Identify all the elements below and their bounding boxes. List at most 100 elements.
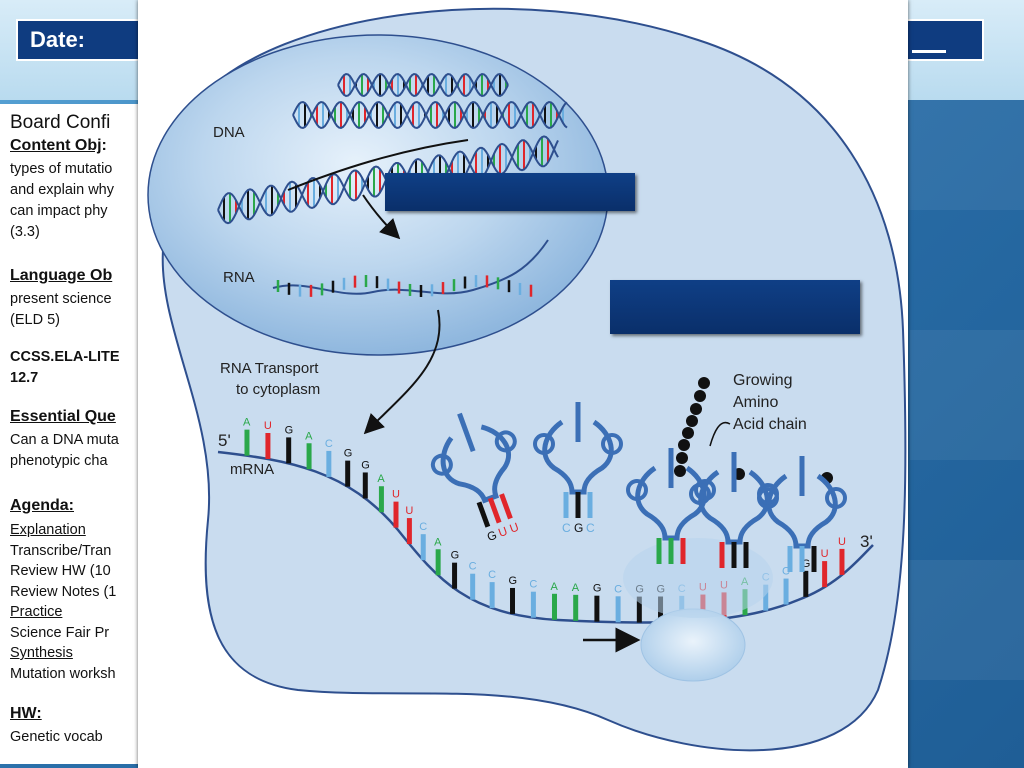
ccss-standard: 12.7 [10,370,39,386]
trna-anticodon-base [487,497,502,524]
amino-acid-bead [682,427,694,439]
language-line: (ELD 5) [10,312,60,328]
hw-line: Genetic vocab [10,729,103,745]
mrna-base-letter: U [264,420,272,432]
transcribed-rna-strand [287,139,469,191]
trna-stem [457,412,476,453]
mrna-base-letter: C [529,579,537,591]
rna-transport-label: RNA Transport [220,360,319,377]
transport-arrow [363,309,441,435]
content-obj-heading: Content Obj: [10,137,107,155]
mrna-base-letter: G [451,550,460,562]
dna-strand [337,72,509,98]
ribosome-large-subunit [623,538,773,618]
content-line: and explain why [10,182,114,198]
mrna-base-letter: G [344,448,353,460]
amino-acid-bead [694,390,706,402]
mrna-base-letter: A [551,581,559,593]
date-label: Date: [30,27,86,52]
trna-loop [430,453,453,476]
dna-strand [292,100,568,130]
mrna-base-letter: A [572,582,580,594]
amino-chain-pointer [709,421,731,447]
anticodon-letter: C [562,521,571,535]
trna-loop [533,433,555,455]
mrna-base-letter: A [243,417,251,429]
rna-bases [276,275,533,297]
agenda-item: Review HW (10 [10,563,111,579]
content-obj-label: Content Obj [10,137,102,154]
amino-acid-bead [676,452,688,464]
label-cover-box [610,280,860,334]
mrna-base-letter: C [782,566,790,578]
essential-question-line: phenotypic cha [10,453,108,469]
transcription-arrow [362,194,401,240]
mrna-base-letter: G [509,575,518,587]
essential-question-heading: Essential Que [10,408,116,425]
anticodon-letter: G [485,528,499,544]
content-line: (3.3) [10,224,40,240]
trna-loop [757,487,779,509]
mrna-base-letter: U [392,489,400,501]
agenda-section-heading: Explanation [10,522,86,538]
trna: GUU [430,412,521,544]
agenda-item: Science Fair Pr [10,624,110,641]
mrna-base-letter: U [838,536,846,548]
dna-label: DNA [213,124,245,141]
amino-acid-bead [698,377,710,389]
mrna-base-letter: C [419,521,427,533]
content-obj-colon: : [101,137,107,154]
agenda-section-heading: Synthesis [10,645,73,661]
anticodon-letter: C [586,521,595,535]
agenda-section-heading: Practice [10,604,63,620]
date-underline [912,50,946,53]
mrna-base-letter: G [802,558,811,570]
mrna-base-letter: U [821,548,829,560]
mrna-base-letter: C [469,561,477,573]
mrna-backbone [217,450,874,624]
amino-chain-label: Acid chain [733,416,807,433]
anticodon-letter: G [574,521,583,535]
essential-question-line: Can a DNA muta [10,432,119,448]
amino-acid-bead [678,439,690,451]
mrna-base-letter: G [285,424,294,436]
agenda-item: Review Notes (1 [10,583,117,600]
trna [757,456,847,572]
rna-transport-label: to cytoplasm [236,381,320,398]
amino-acid-bead [686,415,698,427]
agenda-item: Transcribe/Tran [10,542,112,559]
trna-loop [825,487,847,509]
board-config-panel: Board Confi Content Obj: types of mutati… [0,104,150,764]
background-tile [900,100,1024,210]
hw-heading: HW: [10,705,42,722]
mrna-base-letter: A [377,473,385,485]
agenda-heading: Agenda: [10,497,74,514]
agenda-item: Mutation worksh [10,665,116,682]
content-line: can impact phy [10,203,108,219]
trna-anticodon-base [499,493,513,520]
trna-anticodon-base [476,501,491,528]
transcription-translation-diagram: DNA RNA RNA Transport to cytoplasm 5' mR… [147,7,907,752]
ribosome-small-subunit [640,608,746,682]
trna-loop [689,483,711,505]
background-tile [910,330,1024,460]
board-title: Board Confi [10,112,111,133]
trna-loop [626,479,648,501]
amino-acid-bead [674,465,686,477]
mrna-label: mRNA [230,461,274,478]
mrna-base-letter: C [614,583,622,595]
background-tile [905,560,1024,680]
mrna-base-letter: C [488,569,496,581]
mrna-base-letter: A [305,430,313,442]
mrna-base-letter: G [593,583,602,595]
ccss-standard: CCSS.ELA-LITE [10,349,120,365]
language-obj-heading: Language Ob [10,267,113,284]
three-prime-label: 3' [860,532,873,551]
content-line: types of mutatio [10,161,113,177]
mrna-base-letter: U [405,505,413,517]
mrna-base-letter: C [325,438,333,450]
amino-chain-label: Growing [733,372,793,389]
five-prime-label: 5' [218,431,231,450]
